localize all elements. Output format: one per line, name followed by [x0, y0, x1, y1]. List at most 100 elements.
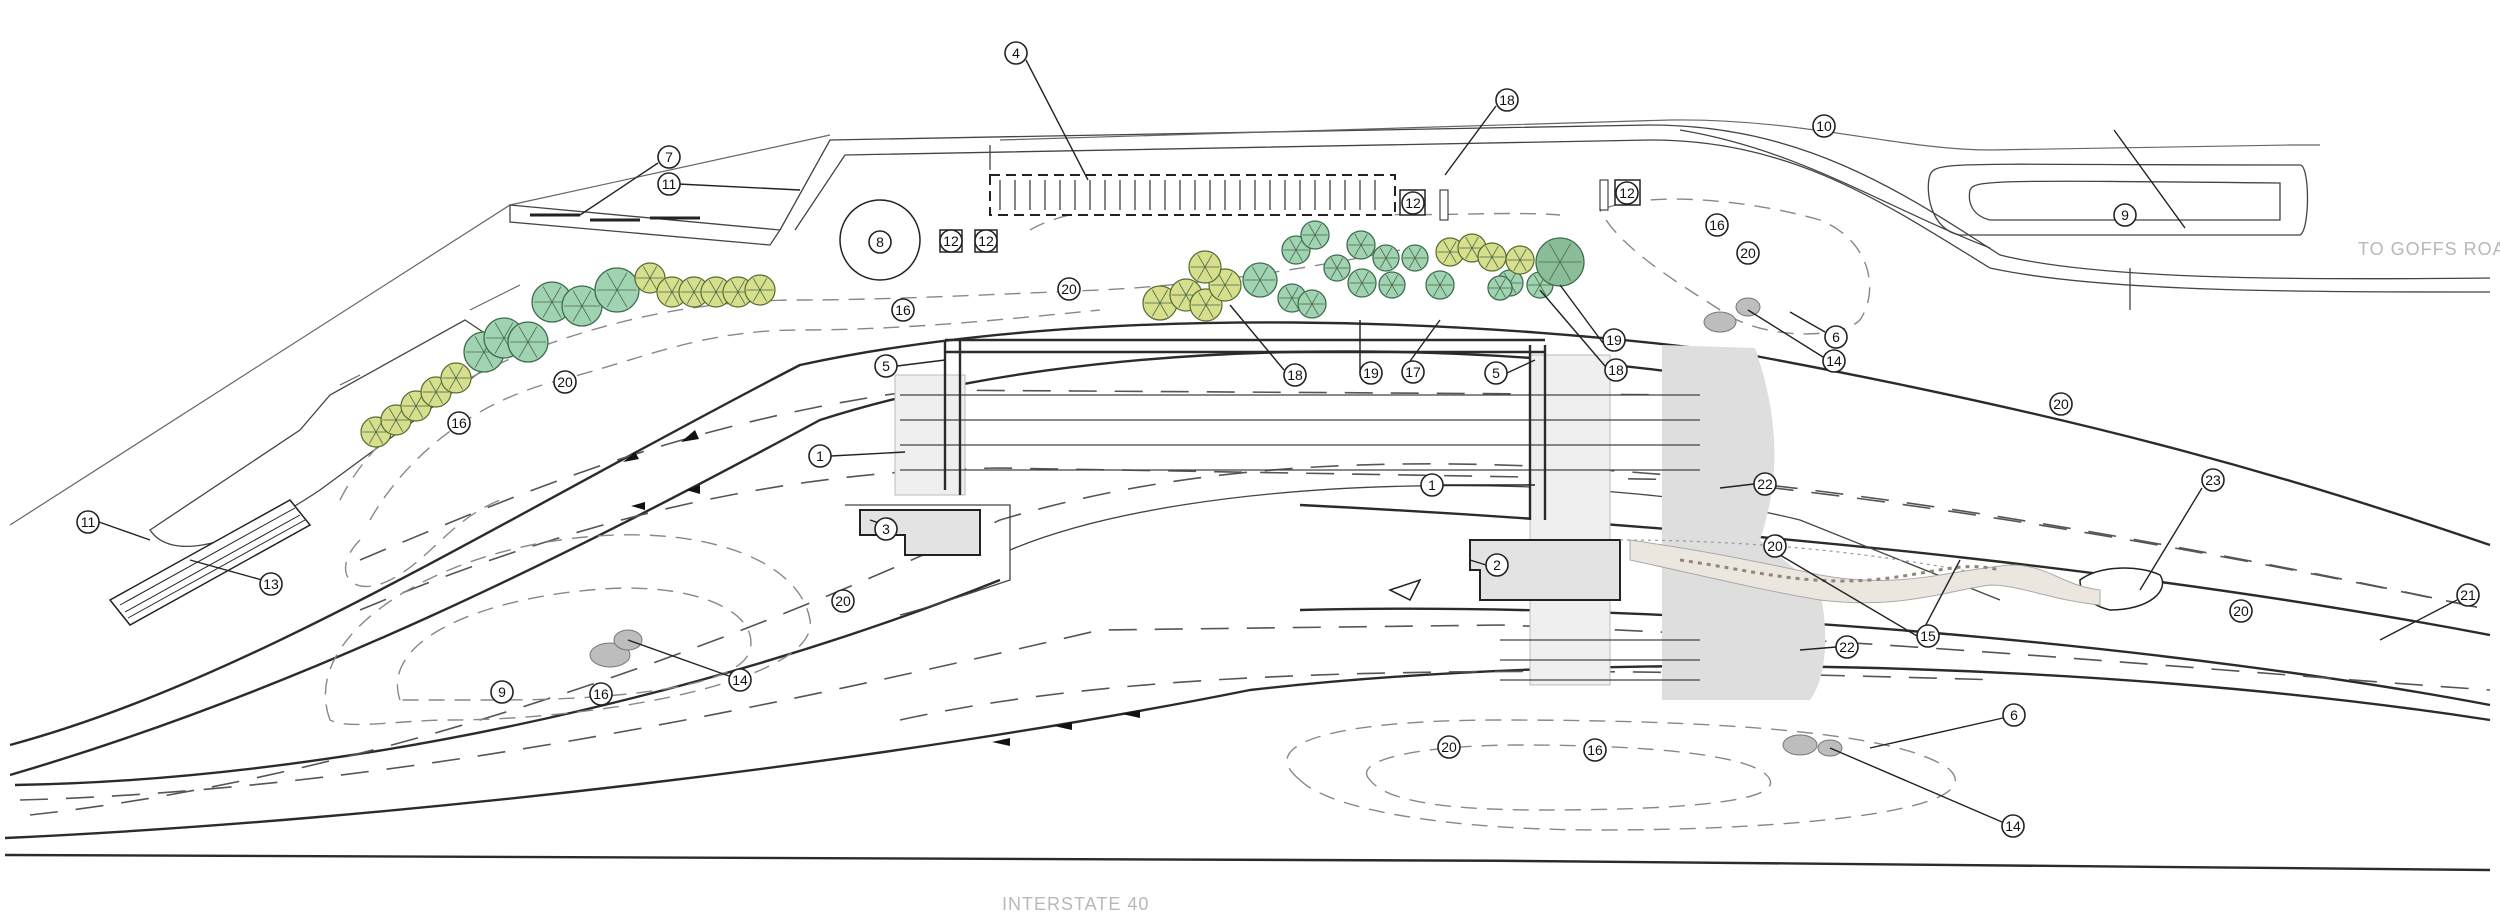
leader-line [1506, 359, 1536, 374]
tree-branch [518, 341, 529, 358]
tree-branch [1465, 247, 1473, 260]
svg-text:20: 20 [835, 593, 851, 609]
tree-branch [435, 391, 444, 404]
callout-leaders [98, 59, 2458, 823]
leader-line [1229, 304, 1285, 371]
callout-18a: 18 [1495, 88, 1519, 112]
tree-branch [616, 289, 628, 308]
tree-branch [759, 289, 768, 302]
dry-wash [1629, 539, 2101, 606]
tree-branch [1385, 257, 1393, 269]
tree-branch [1408, 257, 1416, 269]
tree-branch [1519, 248, 1527, 261]
tree-branch [1314, 234, 1322, 247]
tree-branch [1519, 259, 1527, 272]
tree-branch [1548, 261, 1561, 281]
callout-14c: 14 [2001, 814, 2025, 838]
tree-branch [494, 322, 505, 339]
leader-line [1869, 717, 2004, 749]
tree-branch [1433, 284, 1441, 297]
tree-branch [715, 280, 724, 293]
callout-8: 8 [868, 230, 892, 254]
tree-branch [1433, 273, 1441, 286]
callout-20g: 20 [2229, 599, 2253, 623]
tree-branch [1533, 284, 1541, 296]
tree-branch [1385, 284, 1393, 296]
callout-12b: 12 [974, 229, 998, 253]
tree-branch [1391, 274, 1399, 286]
tree-branch [527, 341, 538, 358]
tree-branch [1285, 286, 1293, 299]
svg-text:16: 16 [593, 686, 609, 702]
svg-text:22: 22 [1839, 639, 1855, 655]
callout-19b: 19 [1602, 328, 1626, 352]
svg-text:16: 16 [895, 302, 911, 318]
callout-6b: 6 [2002, 703, 2026, 727]
tree-branch [1449, 251, 1457, 264]
road-label-interstate: INTERSTATE 40 [1002, 894, 1149, 913]
callout-18b: 18 [1283, 363, 1307, 387]
tree-branch [1314, 223, 1322, 236]
tree-branch [455, 377, 464, 390]
tree-branch [368, 420, 377, 433]
tree-branch [1513, 248, 1521, 261]
svg-text:12: 12 [978, 233, 994, 249]
svg-text:5: 5 [882, 358, 890, 374]
callout-16b: 16 [447, 411, 471, 435]
traffic-arrows [623, 430, 1140, 746]
contour-lines [324, 198, 1957, 831]
tree-branch [1178, 294, 1187, 308]
tree-branch [1289, 238, 1297, 251]
tree-branch [752, 289, 761, 302]
tree-branch [1414, 247, 1422, 259]
tree-branch [708, 291, 717, 304]
svg-text:19: 19 [1363, 365, 1379, 381]
tree-branch [1355, 282, 1363, 295]
tree-branch [1360, 244, 1368, 257]
svg-text:14: 14 [1826, 353, 1842, 369]
leader-line [1559, 284, 1604, 344]
tree-branch [1449, 240, 1457, 253]
callout-10: 10 [1812, 114, 1836, 138]
leader-line [1747, 309, 1824, 358]
tree-branch [1385, 274, 1393, 286]
svg-text:18: 18 [1499, 92, 1515, 108]
svg-text:20: 20 [557, 374, 573, 390]
tree-branch [448, 366, 457, 379]
tree-branch [1533, 274, 1541, 286]
tree-branch [1295, 249, 1303, 262]
svg-text:9: 9 [2121, 207, 2129, 223]
leader-line [1404, 319, 1441, 369]
svg-text:2: 2 [1493, 557, 1501, 573]
tree-branch [1360, 233, 1368, 246]
leader-line [2139, 487, 2203, 591]
tree-branch [483, 351, 494, 368]
tree-branch [1330, 267, 1338, 279]
tree-branch [1414, 257, 1422, 269]
callout-21: 21 [2456, 583, 2480, 607]
tree-branch [1295, 238, 1303, 251]
tree-branch [1499, 278, 1506, 289]
callout-20a: 20 [1057, 277, 1081, 301]
leader-line [830, 451, 906, 457]
tree-branch [1308, 223, 1316, 236]
tree-branch [408, 405, 417, 418]
tree-branch [1559, 243, 1572, 263]
svg-text:21: 21 [2460, 587, 2476, 603]
callout-4: 4 [1004, 41, 1028, 65]
tree-branch [518, 326, 529, 343]
tree-branch [1385, 247, 1393, 259]
svg-text:17: 17 [1405, 364, 1421, 380]
tree-branch [1289, 249, 1297, 262]
tree-branch [649, 277, 658, 290]
tree-branch [415, 405, 424, 418]
tree-branch [1330, 257, 1338, 269]
tree-branch [1354, 233, 1362, 246]
tree-branch [494, 337, 505, 354]
callout-20c: 20 [1736, 241, 1760, 265]
leader-line [1799, 646, 1837, 651]
tree-branch [1259, 266, 1268, 281]
callout-5a: 5 [874, 354, 898, 378]
leader-line [189, 559, 263, 581]
